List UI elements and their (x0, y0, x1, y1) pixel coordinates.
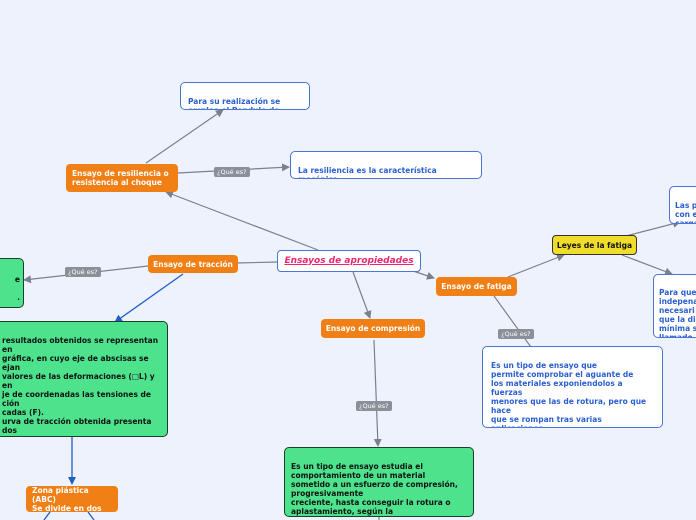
center-node-ensayos[interactable]: Ensayos de apropiedades (277, 250, 421, 272)
node-compresion-definicion[interactable]: Es un tipo de ensayo estudia el comporta… (284, 447, 474, 517)
node-traccion-resultados-text: resultados obtenidos se representan en g… (2, 336, 159, 436)
node-leyes-fatiga-label: Leyes de la fatiga (556, 240, 633, 250)
node-ensayo-resiliencia-label: Ensayo de resiliencia o resistencia al c… (72, 169, 169, 187)
node-resiliencia-definicion[interactable]: La resiliencia es la característica mecá… (290, 151, 482, 179)
label-que-es-traccion: ¿Qué es? (65, 267, 101, 277)
node-zona-plastica-label: Zona plástica (ABC) Se divide en dos (32, 486, 102, 512)
edge-compresion-definicion (373, 339, 382, 447)
node-traccion-definicion-text: e . (14, 275, 20, 302)
edge-fatiga-leyes (507, 253, 565, 278)
node-ensayo-compresion[interactable]: Ensayo de compresión (321, 319, 425, 338)
edge-center-traccion (236, 261, 279, 264)
label-que-es-resiliencia: ¿Qué es? (214, 167, 250, 177)
label-que-es-fatiga: ¿Qué es? (498, 329, 534, 339)
node-pendulo-charpy[interactable]: Para su realización se emplea el Pendulo… (180, 82, 310, 110)
node-ensayo-traccion-label: Ensayo de tracción (153, 259, 233, 269)
node-ley-fatiga-2-text: Para que indepena necesari que la di mín… (659, 288, 696, 338)
node-resiliencia-definicion-text: La resiliencia es la característica mecá… (298, 166, 437, 178)
node-compresion-definicion-text: Es un tipo de ensayo estudia el comporta… (291, 462, 458, 516)
node-ley-fatiga-1-text: Las p con e carga (675, 201, 696, 224)
edge-zona-right (87, 511, 95, 520)
node-pendulo-charpy-text: Para su realización se emplea el Pendulo… (188, 97, 281, 109)
label-que-es-compresion: ¿Qué es? (356, 401, 392, 411)
node-ley-fatiga-1[interactable]: Las p con e carga (669, 186, 696, 224)
edge-traccion-resultados (114, 273, 184, 323)
node-traccion-resultados[interactable]: resultados obtenidos se representan en g… (0, 321, 168, 437)
edge-leyes-ley1 (621, 219, 681, 238)
edge-center-resiliencia (165, 190, 319, 251)
node-ensayo-compresion-label: Ensayo de compresión (325, 324, 421, 333)
node-ensayo-fatiga[interactable]: Ensayo de fatiga (436, 277, 517, 296)
node-traccion-definicion-partial[interactable]: e . (0, 258, 24, 308)
node-zona-plastica[interactable]: Zona plástica (ABC) Se divide en dos (26, 486, 118, 512)
edge-zona-left (43, 511, 51, 520)
node-fatiga-definicion-text: Es un tipo de ensayo que permite comprob… (491, 361, 647, 427)
node-fatiga-definicion[interactable]: Es un tipo de ensayo que permite comprob… (482, 346, 663, 428)
node-leyes-fatiga[interactable]: Leyes de la fatiga (552, 235, 637, 255)
edge-resiliencia-charpy (145, 109, 224, 164)
node-ley-fatiga-2[interactable]: Para que indepena necesari que la di mín… (653, 274, 696, 338)
edge-center-compresion (352, 271, 372, 319)
center-node-label: Ensayos de apropiedades (284, 255, 414, 266)
node-ensayo-resiliencia[interactable]: Ensayo de resiliencia o resistencia al c… (66, 164, 178, 192)
node-ensayo-traccion[interactable]: Ensayo de tracción (148, 255, 238, 273)
node-ensayo-fatiga-label: Ensayo de fatiga (441, 282, 512, 291)
edge-leyes-ley2 (621, 254, 673, 276)
